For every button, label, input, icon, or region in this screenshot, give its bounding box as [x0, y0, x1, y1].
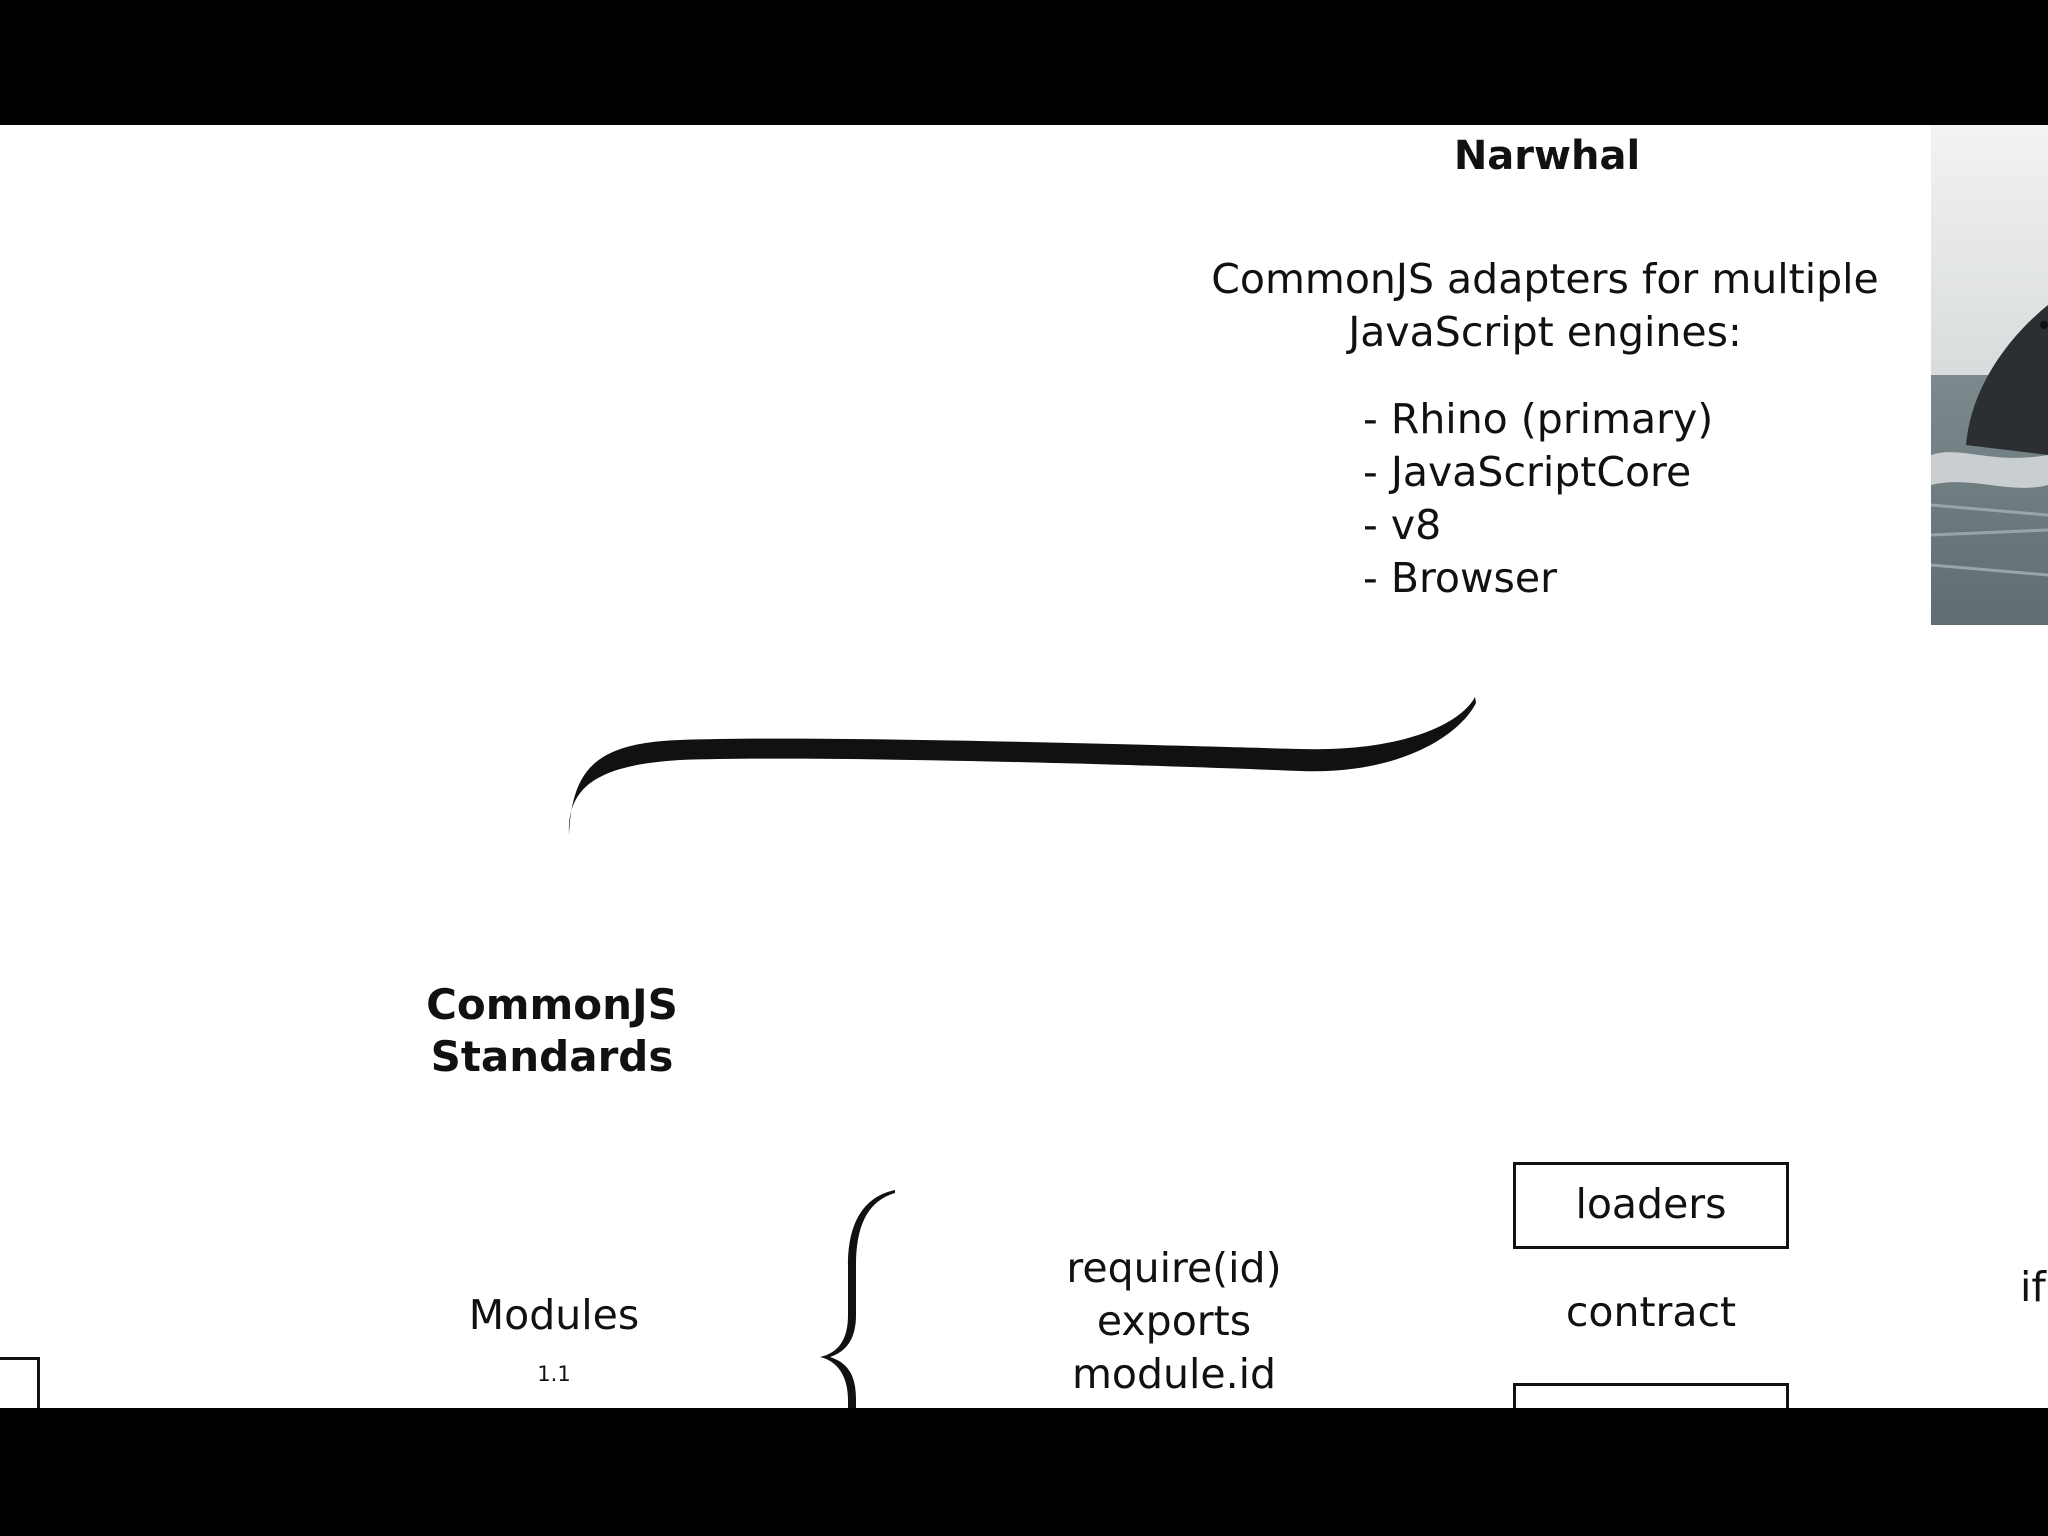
engine-item: - JavaScriptCore [1363, 448, 1692, 496]
narwhal-photo-image [1931, 125, 2048, 625]
edge-text: if [2020, 1263, 2046, 1311]
left-edge-box [0, 1357, 40, 1408]
lower-box [1513, 1383, 1789, 1408]
narwhal-photo [1931, 125, 2048, 625]
modules-label: Modules [468, 1291, 640, 1339]
modules-brace [820, 1190, 895, 1408]
modules-version: 1.1 [537, 1362, 571, 1386]
engine-item: - v8 [1363, 501, 1442, 549]
module-api-item: require(id) [1066, 1244, 1282, 1292]
module-api-item: exports [1096, 1297, 1252, 1345]
narwhal-title: Narwhal [1453, 133, 1641, 179]
module-api-item: module.id [1071, 1350, 1277, 1398]
standards-title: CommonJS Standards [426, 980, 678, 1081]
engine-list: - Rhino (primary) - JavaScriptCore - v8 … [1363, 393, 1713, 605]
loaders-box: loaders [1513, 1162, 1789, 1249]
engine-item: - Rhino (primary) [1363, 395, 1714, 443]
engine-item: - Browser [1363, 554, 1557, 602]
module-api-list: require(id) exports module.id [974, 1242, 1374, 1401]
narwhal-to-standards-brace [568, 697, 1476, 835]
narwhal-description: CommonJS adapters for multiple JavaScrip… [1211, 255, 1879, 356]
slide: Narwhal CommonJS adapters for multiple J… [0, 125, 2048, 1408]
contract-label: contract [1565, 1288, 1737, 1336]
